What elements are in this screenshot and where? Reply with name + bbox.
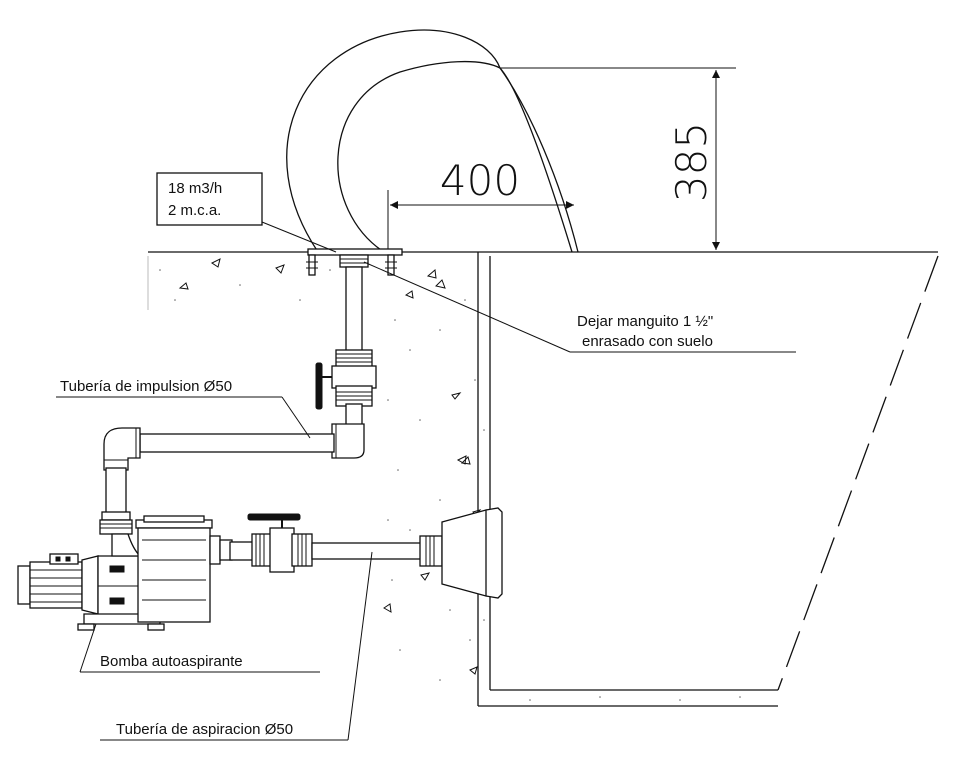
discharge-pipe-assembly [99, 266, 377, 535]
pool-right-wall-dashed [777, 255, 939, 691]
pump-label: Bomba autoaspirante [100, 653, 243, 670]
flow-spec-box [156, 172, 263, 226]
anchor-bolt-left [306, 254, 318, 276]
sleeve-callout: Dejar manguito 1 ½" enrasado con suelo [363, 261, 796, 353]
ground-and-pool-structure [147, 251, 939, 707]
discharge-pipe-callout: Tubería de impulsion Ø50 [56, 378, 311, 439]
concrete-aggregate [178, 258, 482, 675]
head-pressure-label: 2 m.c.a. [168, 202, 221, 219]
flow-rate-label: 18 m3/h [168, 180, 222, 197]
flow-spec-callout: 18 m3/h 2 m.c.a. [156, 172, 337, 253]
dim-385-label: 385 [667, 122, 716, 202]
jet-outer-curve [286, 29, 579, 253]
suction-pipe-assembly [229, 507, 503, 599]
concrete-speckle [159, 269, 741, 701]
anchor-bolt-right [385, 254, 397, 276]
suction-pipe-callout: Tubería de aspiracion Ø50 [100, 551, 373, 741]
suction-pipe-label: Tubería de aspiracion Ø50 [116, 721, 293, 738]
dimension-vertical: 385 [500, 67, 736, 250]
deck-outlet-fitting [306, 248, 403, 276]
discharge-pipe-label: Tubería de impulsion Ø50 [60, 378, 232, 395]
jet-inner-curve [337, 60, 573, 253]
self-priming-pump [17, 515, 233, 631]
pump-callout: Bomba autoaspirante [79, 623, 320, 673]
waterfall-jet [286, 29, 579, 253]
dim-400-label: 400 [440, 156, 520, 205]
dimension-horizontal: 400 [387, 156, 574, 250]
sleeve-note-line1: Dejar manguito 1 ½" [577, 313, 713, 330]
sleeve-note-line2: enrasado con suelo [582, 333, 713, 350]
